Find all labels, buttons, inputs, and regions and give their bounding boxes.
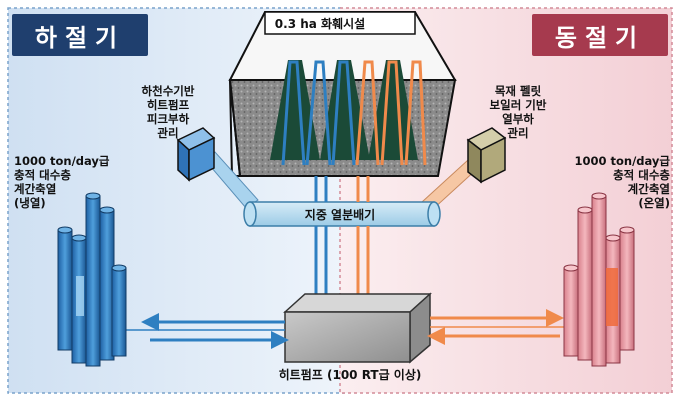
left-storage-cylinders bbox=[57, 192, 127, 367]
summer-title: 하절기 bbox=[12, 14, 148, 56]
right-storage-cylinders bbox=[563, 192, 635, 367]
distribution-pipe-label: 지중 열분배기 bbox=[304, 207, 376, 222]
greenhouse-title: 0.3 ha 화훼시설 bbox=[274, 16, 366, 31]
heat-pump-label: 히트펌프 (100 RT급 이상) bbox=[278, 367, 422, 382]
heat-pump-box bbox=[283, 292, 432, 364]
right-flow-arrows bbox=[427, 309, 570, 345]
right-unit-label: 목재 펠릿 보일러 기반 열부하 관리 bbox=[489, 84, 547, 140]
greenhouse bbox=[228, 11, 457, 177]
right-unit-box bbox=[466, 127, 507, 184]
winter-title: 동절기 bbox=[532, 14, 668, 56]
distribution-pipe-shape bbox=[243, 201, 441, 227]
left-unit-label: 하천수기반 히트펌프 피크부하 관리 bbox=[141, 84, 195, 140]
vertical-lines bbox=[314, 176, 370, 300]
left-flow-arrows bbox=[120, 313, 289, 349]
left-unit-box bbox=[176, 127, 216, 182]
right-storage-label: 1000 ton/day급 충적 대수층 계간축열 (온열) bbox=[574, 154, 670, 210]
left-storage-label: 1000 ton/day급 충적 대수층 계간축열 (냉열) bbox=[14, 154, 110, 210]
